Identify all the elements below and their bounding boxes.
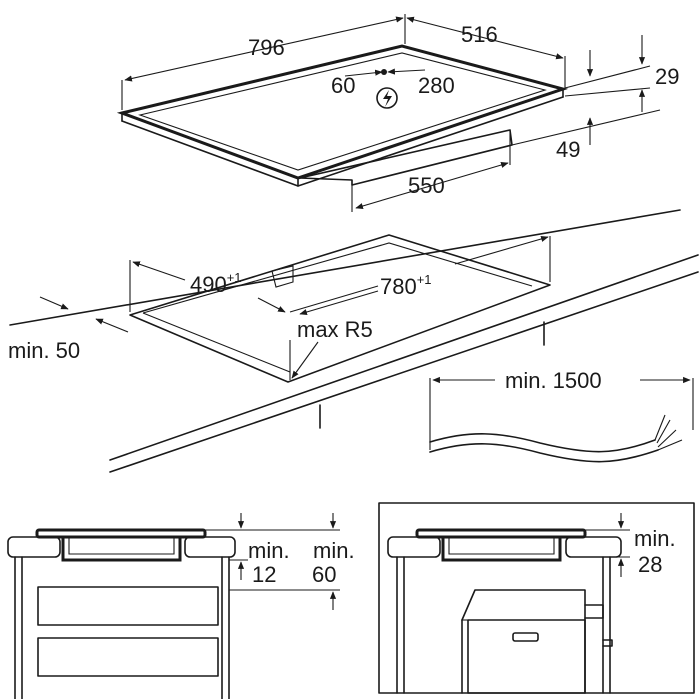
- oven-clear-min-label: min.: [634, 526, 676, 551]
- oven-clear-value: 28: [638, 552, 662, 577]
- hob-thickness-label: 29: [655, 64, 679, 89]
- hob-offset-right-label: 280: [418, 73, 455, 98]
- hob-width-label: 796: [248, 35, 285, 60]
- power-cable: [429, 433, 656, 453]
- drawer-clear-value: 60: [312, 562, 336, 587]
- front-distance-label: min. 50: [8, 338, 80, 363]
- hob-box-height-label: 49: [556, 137, 580, 162]
- cutout-dimensions: [39, 235, 551, 380]
- cutout-depth-label: 490+1: [190, 270, 242, 297]
- hob-drawing: [116, 44, 569, 212]
- hob-offset-left-label: 60: [331, 73, 355, 98]
- section-oven: [378, 502, 695, 694]
- hob-dimensions: [121, 14, 661, 209]
- lightning-circle-icon: [376, 87, 398, 109]
- drawer-gap-value: 12: [252, 562, 276, 587]
- cable-length-label: min. 1500: [505, 368, 602, 393]
- cutout-opening: [129, 234, 551, 383]
- cable-drawing: [429, 376, 694, 463]
- hob-box-width-label: 550: [408, 173, 445, 198]
- cutout-radius-label: max R5: [297, 317, 373, 342]
- hob-depth-label: 516: [461, 22, 498, 47]
- section-drawers: [7, 513, 340, 699]
- cutout-width-label: 780+1: [380, 272, 432, 299]
- hob-underbox: [299, 129, 513, 186]
- drawer-gap-min-label: min.: [248, 538, 290, 563]
- drawer-clear-min-label: min.: [313, 538, 355, 563]
- worktop-drawing: [9, 209, 699, 473]
